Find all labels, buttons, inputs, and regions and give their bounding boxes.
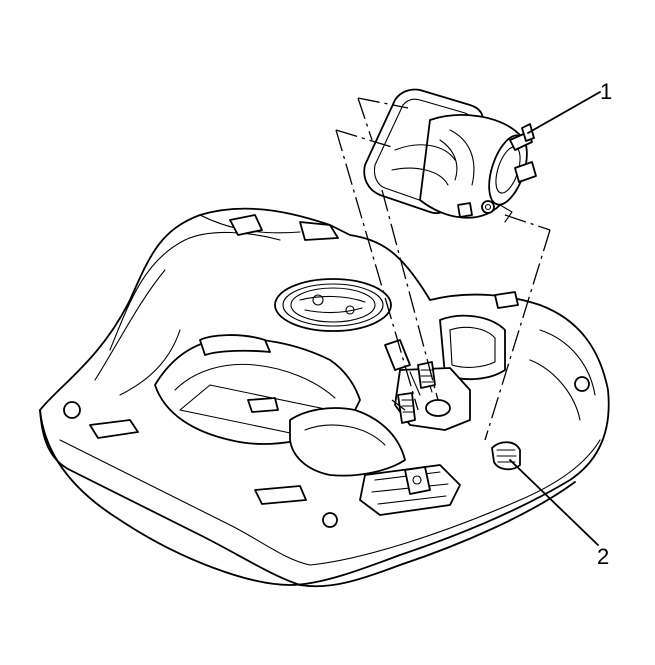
callout-1-leader	[527, 91, 601, 134]
fuel-tank	[39, 207, 610, 588]
callout-2-leader	[509, 459, 599, 546]
callout-1: 1	[527, 79, 612, 134]
callout-2: 2	[509, 459, 609, 569]
callout-1-label: 1	[600, 79, 612, 104]
alignment-lines	[335, 97, 551, 441]
evap-canister	[363, 88, 537, 223]
callout-2-label: 2	[597, 544, 609, 569]
